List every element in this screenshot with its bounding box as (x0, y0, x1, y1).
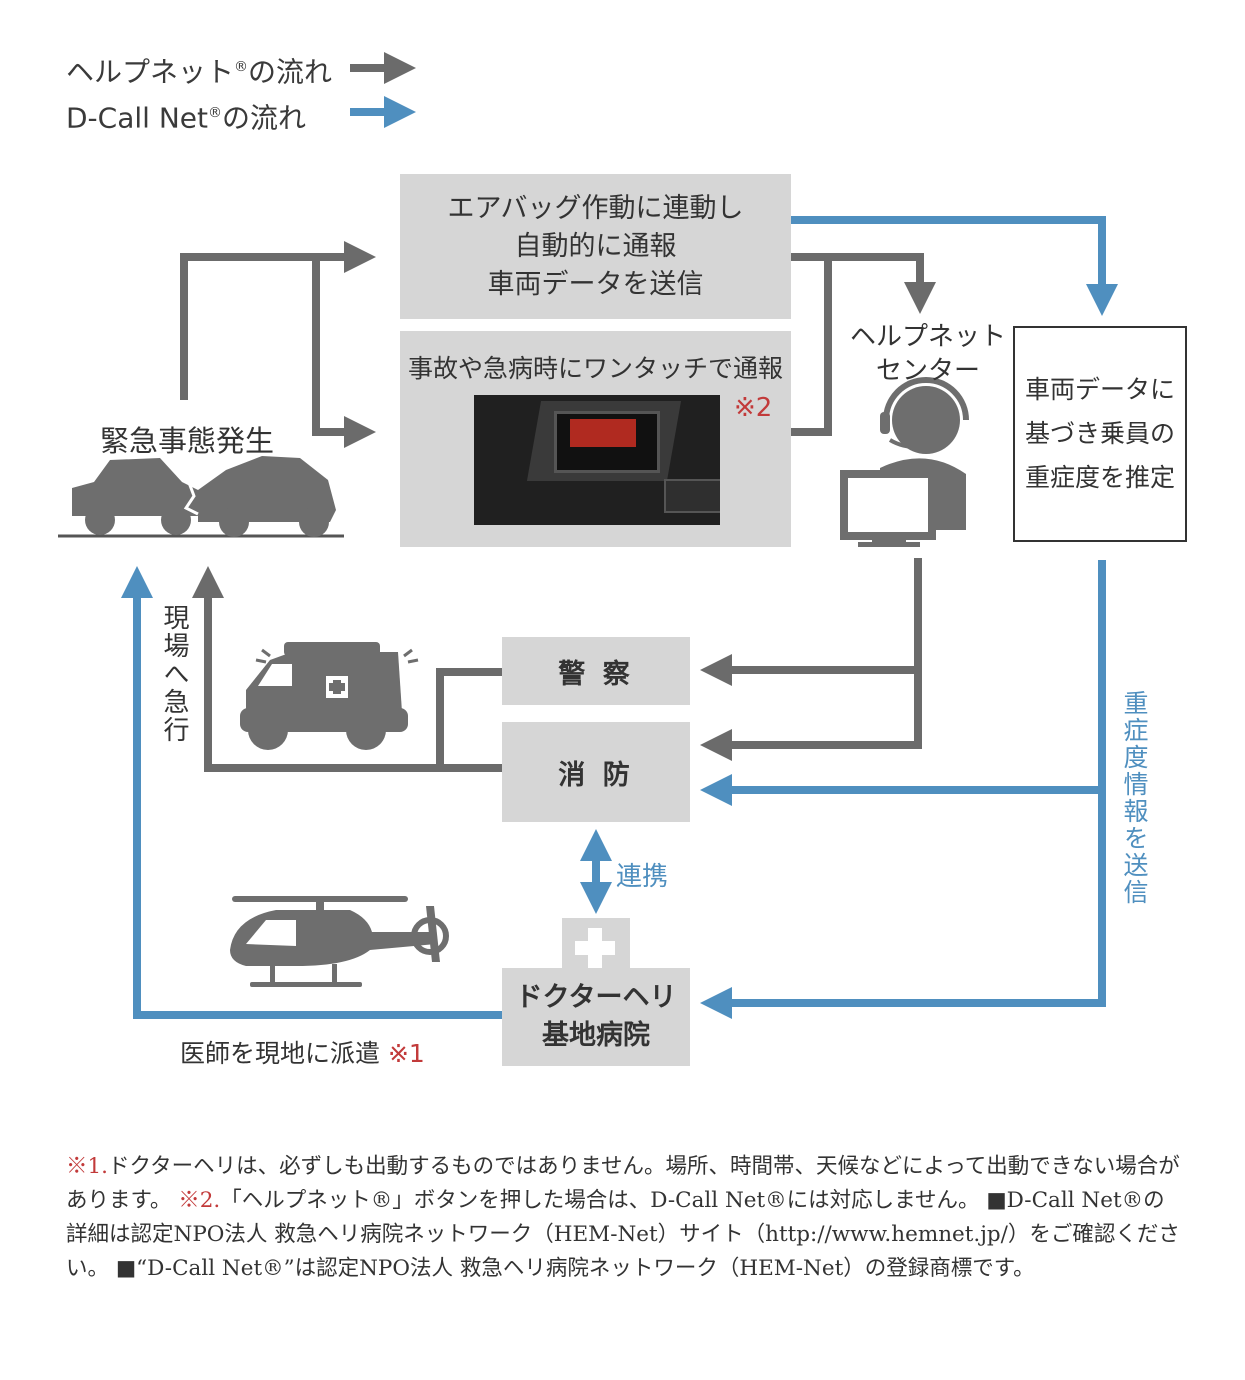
onetouch-note-mark: ※2 (734, 393, 773, 423)
edge-label-cooperation: 連携 (616, 862, 669, 892)
edge-label-severity: 重症度情報を送信 (1120, 690, 1149, 906)
flow-center-to-fire (700, 670, 922, 761)
ambulance-icon (240, 642, 419, 750)
node-airbag-line2: 自動的に通報 (514, 230, 677, 262)
registered-mark: ® (207, 105, 222, 121)
node-estimate: 車両データに 基づき乗員の 重症度を推定 (1013, 326, 1187, 542)
flow-emergency-to-onetouch (312, 257, 376, 448)
edge-label-dispatch: 医師を現地に派遣 ※1 (180, 1034, 425, 1070)
crash-cars-icon (58, 456, 344, 538)
footnote-trademark: ■“D-Call Net®”は認定NPO法人 救急ヘリ病院ネットワーク（HEM-… (115, 1256, 1035, 1281)
node-helpnet-center: ヘルプネット センター (848, 320, 1008, 388)
flow-airbag-to-center (791, 253, 936, 314)
hospital-cross-icon (562, 918, 630, 970)
footnote-n1-mark: ※1. (66, 1154, 109, 1179)
edge-label-rush: 現場へ急行 (159, 604, 189, 744)
legend-dcall-text: D-Call Net (66, 101, 208, 135)
node-estimate-line2: 基づき乗員の (1024, 419, 1175, 448)
node-hospital-line1: ドクターヘリ (515, 982, 677, 1013)
node-police: 警 察 (502, 637, 690, 705)
footnote-n2-text: 「ヘルプネット®」ボタンを押した場合は、D-Call Net®には対応しません。 (220, 1188, 980, 1213)
flow-fire-to-scene (192, 566, 502, 772)
footnote-n1-text: ドクターヘリは、必ずしも出動するものではありません。場所、時間帯、天候などによっ… (66, 1154, 1180, 1213)
node-helpnet-center-line1: ヘルプネット (849, 322, 1006, 352)
operator-icon (840, 377, 969, 547)
node-onetouch: 事故や急病時にワンタッチで通報 ※2 (400, 331, 791, 547)
flow-center-to-police (700, 558, 922, 686)
helicopter-icon (230, 896, 449, 987)
node-onetouch-label: 事故や急病時にワンタッチで通報 (407, 354, 783, 383)
node-fire: 消 防 (502, 722, 690, 822)
node-airbag-line1: エアバッグ作動に連動し (447, 192, 744, 224)
node-police-label: 警 察 (558, 658, 634, 690)
node-estimate-line3: 重症度を推定 (1024, 463, 1175, 492)
flow-police-to-scene (436, 668, 502, 768)
flow-onetouch-to-center (791, 257, 832, 436)
flow-hospital-to-scene (121, 566, 502, 1019)
node-helpnet-center-line2: センター (875, 356, 980, 386)
legend-helpnet-suffix: の流れ (248, 55, 333, 89)
edge-label-dispatch-text: 医師を現地に派遣 (180, 1039, 381, 1068)
footnote: ※1.ドクターヘリは、必ずしも出動するものではありません。場所、時間帯、天候など… (66, 1150, 1181, 1286)
legend-dcall-suffix: の流れ (221, 101, 306, 135)
node-hospital: ドクターヘリ 基地病院 (502, 968, 690, 1066)
registered-mark: ® (234, 59, 249, 75)
legend-dcall-label: D-Call Net®の流れ (66, 96, 306, 135)
flow-diagram (58, 52, 1118, 1019)
flow-emergency-to-airbag (180, 241, 376, 400)
footnote-n2-mark: ※2. (178, 1188, 221, 1213)
node-fire-label: 消 防 (558, 759, 634, 791)
node-airbag-line3: 車両データを送信 (487, 268, 704, 300)
node-estimate-line1: 車両データに (1024, 375, 1175, 404)
flow-airbag-to-estimate (791, 216, 1118, 316)
footnote-detail: ■D-Call Net®の詳細は認定NPO法人 救急ヘリ病院ネットワーク（HEM… (66, 1188, 1180, 1281)
helpnet-button-photo (474, 395, 720, 525)
legend-helpnet-text: ヘルプネット (66, 55, 235, 89)
flow-estimate-to-hospital (700, 560, 1106, 1019)
legend-helpnet-label: ヘルプネット®の流れ (66, 50, 332, 89)
edge-label-dispatch-note: ※1 (387, 1039, 425, 1068)
node-hospital-line2: 基地病院 (542, 1020, 650, 1051)
node-emergency-label: 緊急事態発生 (100, 424, 275, 458)
node-airbag: エアバッグ作動に連動し 自動的に通報 車両データを送信 (400, 174, 791, 319)
